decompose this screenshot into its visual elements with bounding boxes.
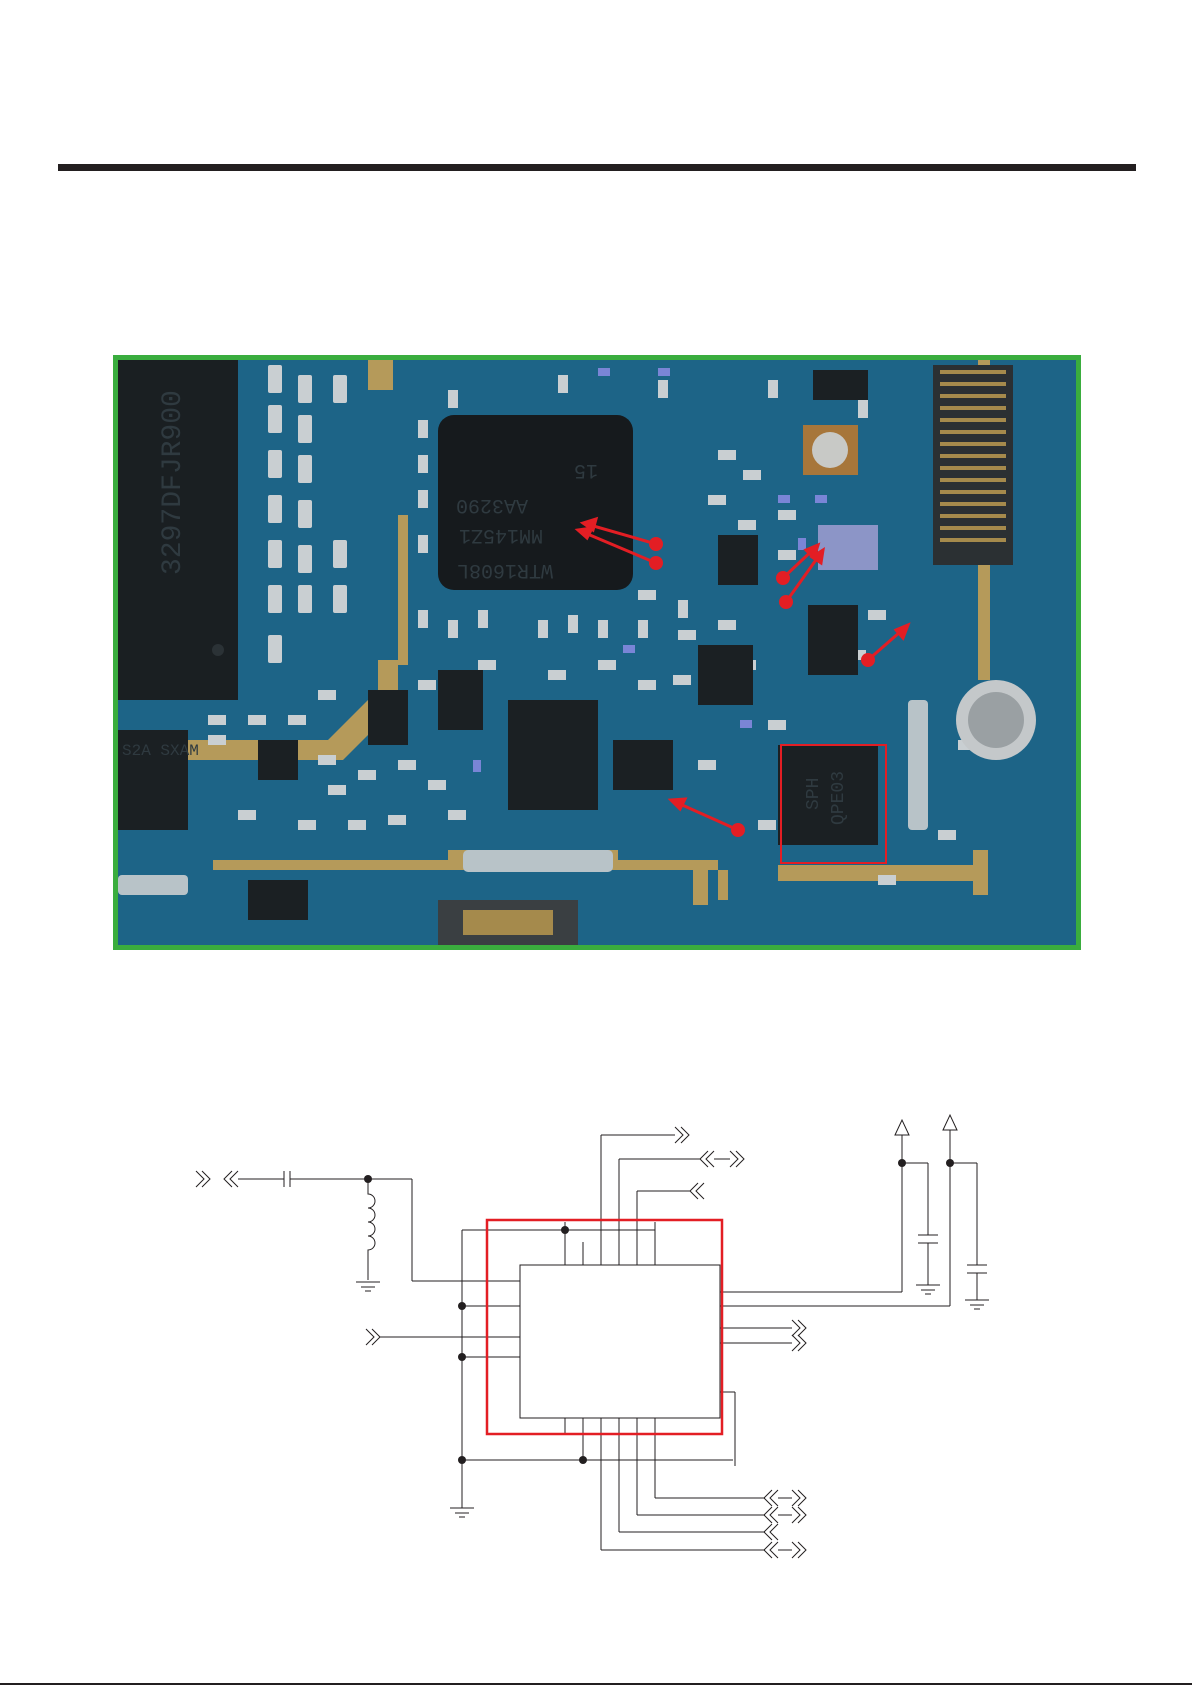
top-rule [58,164,1136,171]
pcb-photo: 3297DFJR900 [113,355,1081,950]
board-connector [933,365,1013,565]
schematic-wires [196,1115,989,1558]
highlighted-ic-label-2: QPE03 [829,771,849,825]
rf-test-point [812,432,848,468]
flash-chip-label: 3297DFJR900 [158,390,189,575]
highlighted-ic-label-1: SPH [804,778,824,810]
side-ic-label: S2A SXAM [122,742,199,760]
rf-transceiver-label-3: AA3290 [456,493,528,516]
ic-body [520,1265,720,1418]
rf-transceiver-label-4: 15 [574,458,598,481]
ic-highlight-outline [487,1220,722,1434]
pcb-photo-canvas: 3297DFJR900 [118,360,1076,945]
highlighted-ic: SPH QPE03 [786,755,866,835]
blue-filter [818,525,878,570]
rf-port-symbol [196,1171,238,1187]
inductor [368,1179,375,1280]
shield-clip [463,850,613,872]
rf-transceiver-chip: WTR1608L MM145Z1 AA3290 15 [438,415,633,590]
supply-arrow-1 [895,1120,909,1135]
supply-arrow-2 [943,1115,957,1130]
flash-chip: 3297DFJR900 [118,360,238,700]
rf-transceiver-label-1: WTR1608L [457,558,553,581]
circuit-schematic [180,1095,1080,1595]
rf-transceiver-label-2: MM145Z1 [459,523,543,546]
